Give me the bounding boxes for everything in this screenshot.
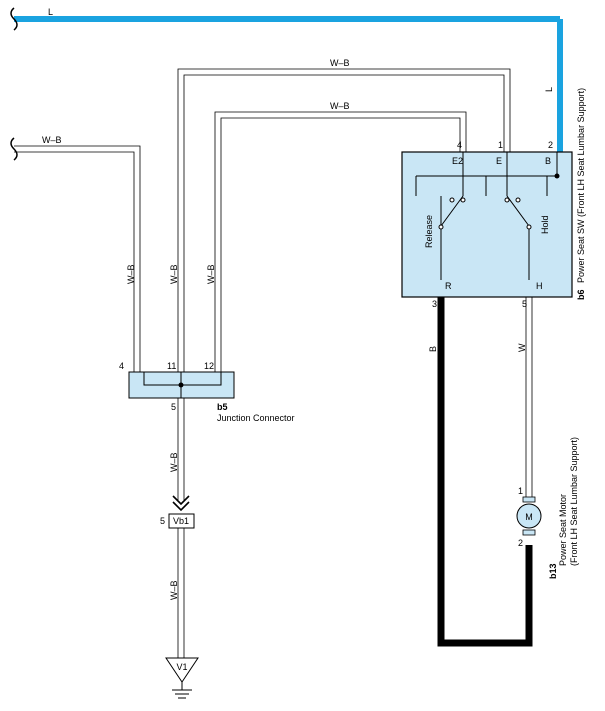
wire-label-w: W <box>517 343 527 352</box>
switch-splice-dot <box>554 173 560 179</box>
pin-jc-5: 5 <box>171 402 176 412</box>
pin-m-2: 2 <box>518 538 523 548</box>
pin-m-1: 1 <box>518 486 523 496</box>
wire-label-wb-vert-1: W–B <box>126 264 136 284</box>
wire-wb-inner <box>214 111 467 372</box>
junction-code: b5 <box>217 402 228 412</box>
wire-label-wb-vert-2: W–B <box>169 264 179 284</box>
wire-label-top-l: L <box>48 7 53 17</box>
motor-symbol: M <box>525 512 533 522</box>
motor-name-line1: Power Seat Motor <box>558 494 568 566</box>
wire-label-wb-top-outer: W–B <box>330 58 350 68</box>
wire-w-white <box>525 297 533 497</box>
wire-wb-outer <box>177 68 511 372</box>
connector-vb1-label: Vb1 <box>173 516 189 526</box>
wire-wb-ground <box>177 528 185 658</box>
switch-hold-label: Hold <box>540 215 550 234</box>
motor-terminal-bottom <box>522 529 536 536</box>
junction-name: Junction Connector <box>217 413 295 423</box>
pin-sw-3: 3 <box>432 299 437 309</box>
switch-contact-points <box>438 197 532 230</box>
motor-code: b13 <box>548 563 558 579</box>
pin-sw-4: 4 <box>457 140 462 150</box>
wire-label-wb-top-inner: W–B <box>330 101 350 111</box>
pin-sw-2: 2 <box>548 140 553 150</box>
switch-release-label: Release <box>424 215 434 248</box>
pin-sw-5: 5 <box>522 299 527 309</box>
connector-vb1-box <box>168 513 195 529</box>
wire-wb-left <box>14 145 141 372</box>
connector-arrow-icon <box>172 495 190 512</box>
motor-icon <box>516 503 542 529</box>
pin-jc-4: 4 <box>119 361 124 371</box>
pin-sw-1: 1 <box>498 140 503 150</box>
terminal-e: E <box>496 156 502 166</box>
wire-label-wb-below-junction: W–B <box>169 452 179 472</box>
terminal-r: R <box>445 281 452 291</box>
switch-name: Power Seat SW (Front LH Seat Lumbar Supp… <box>576 88 586 283</box>
junction-splice-dot <box>178 382 184 388</box>
wire-label-wb-ground: W–B <box>169 580 179 600</box>
terminal-e2: E2 <box>452 156 463 166</box>
wire-label-wb-vert-3: W–B <box>206 264 216 284</box>
wire-l-blue <box>14 16 563 152</box>
ground-point-label: V1 <box>176 662 187 672</box>
wire-label-wb-left-top: W–B <box>42 135 62 145</box>
motor-name-line2: (Front LH Seat Lumbar Support) <box>569 437 579 566</box>
wire-label-b: B <box>428 346 438 352</box>
wire-b-black <box>437 297 533 647</box>
switch-code: b6 <box>576 289 586 300</box>
wire-break-left <box>10 137 18 161</box>
pin-vb1-5: 5 <box>160 516 165 526</box>
wire-wb-below-junction <box>177 398 185 500</box>
pin-jc-12: 12 <box>204 361 214 371</box>
wire-break-top <box>10 7 18 31</box>
pin-jc-11: 11 <box>167 361 176 371</box>
terminal-b: B <box>545 156 551 166</box>
motor-terminal-top <box>522 496 536 503</box>
wire-label-right-l: L <box>544 87 554 92</box>
switch-internal-wiring <box>415 152 558 280</box>
terminal-h: H <box>536 281 543 291</box>
ground-icon <box>172 682 192 699</box>
ground-point-triangle <box>165 657 199 683</box>
